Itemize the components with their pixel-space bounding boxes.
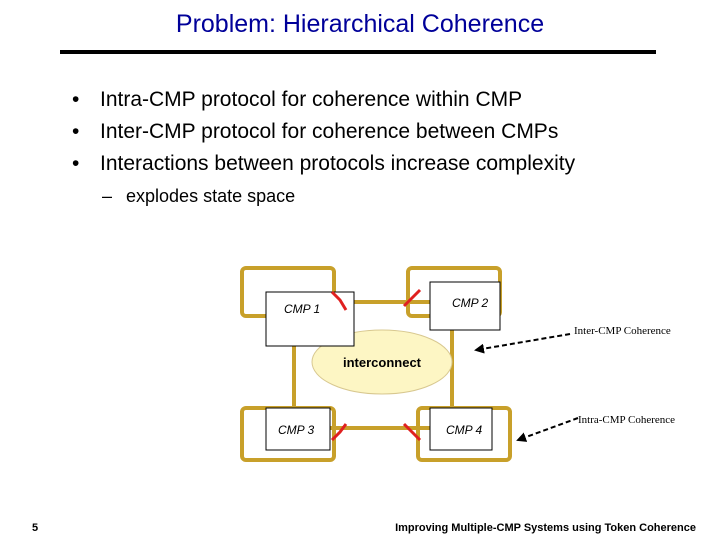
interconnect-label: interconnect <box>343 355 422 370</box>
cmp-4-link <box>402 422 422 442</box>
bullet-dot: • <box>72 152 80 175</box>
cmp-2-link <box>402 288 422 308</box>
sub-bullet-dash: – <box>102 186 113 206</box>
bullet-text: Interactions between protocols increase … <box>100 152 576 175</box>
cmp-1-link <box>330 290 348 311</box>
cmp-1-label: CMP 1 <box>284 302 320 316</box>
bullet-item: • Interactions between protocols increas… <box>72 148 575 180</box>
footer-text: Improving Multiple-CMP Systems using Tok… <box>395 522 696 534</box>
cmp-2-label: CMP 2 <box>452 296 489 310</box>
sub-bullet: –explodes state space <box>102 186 295 207</box>
intra-cmp-annotation: Intra-CMP Coherence <box>578 414 675 426</box>
cmp-3-link <box>330 423 348 442</box>
title-rule <box>60 50 656 54</box>
cmp-4-node <box>416 406 512 462</box>
bullet-dot: • <box>72 88 80 111</box>
intra-cmp-arrow <box>516 417 579 442</box>
bullet-text: Intra-CMP protocol for coherence within … <box>100 88 523 111</box>
slide-title: Problem: Hierarchical Coherence <box>175 10 545 38</box>
cmp-2-node <box>406 266 502 331</box>
cmp-3-label: CMP 3 <box>278 423 315 437</box>
cmp-2-box <box>429 281 501 331</box>
cmp-4-label: CMP 4 <box>446 423 483 437</box>
bullet-item: • Inter-CMP protocol for coherence betwe… <box>72 116 575 148</box>
inter-cmp-arrow <box>474 333 571 354</box>
sub-bullet-text: explodes state space <box>126 186 296 206</box>
page-number: 5 <box>32 522 39 534</box>
cmp-3-box <box>265 407 331 451</box>
bullet-dot: • <box>72 120 80 143</box>
bullet-text: Inter-CMP protocol for coherence between… <box>100 120 559 143</box>
cmp-3-node <box>240 406 336 462</box>
bullet-item: • Intra-CMP protocol for coherence withi… <box>72 84 575 116</box>
inter-cmp-annotation: Inter-CMP Coherence <box>574 325 671 337</box>
bullet-list: • Intra-CMP protocol for coherence withi… <box>72 84 575 180</box>
cmp-4-box <box>429 407 493 451</box>
